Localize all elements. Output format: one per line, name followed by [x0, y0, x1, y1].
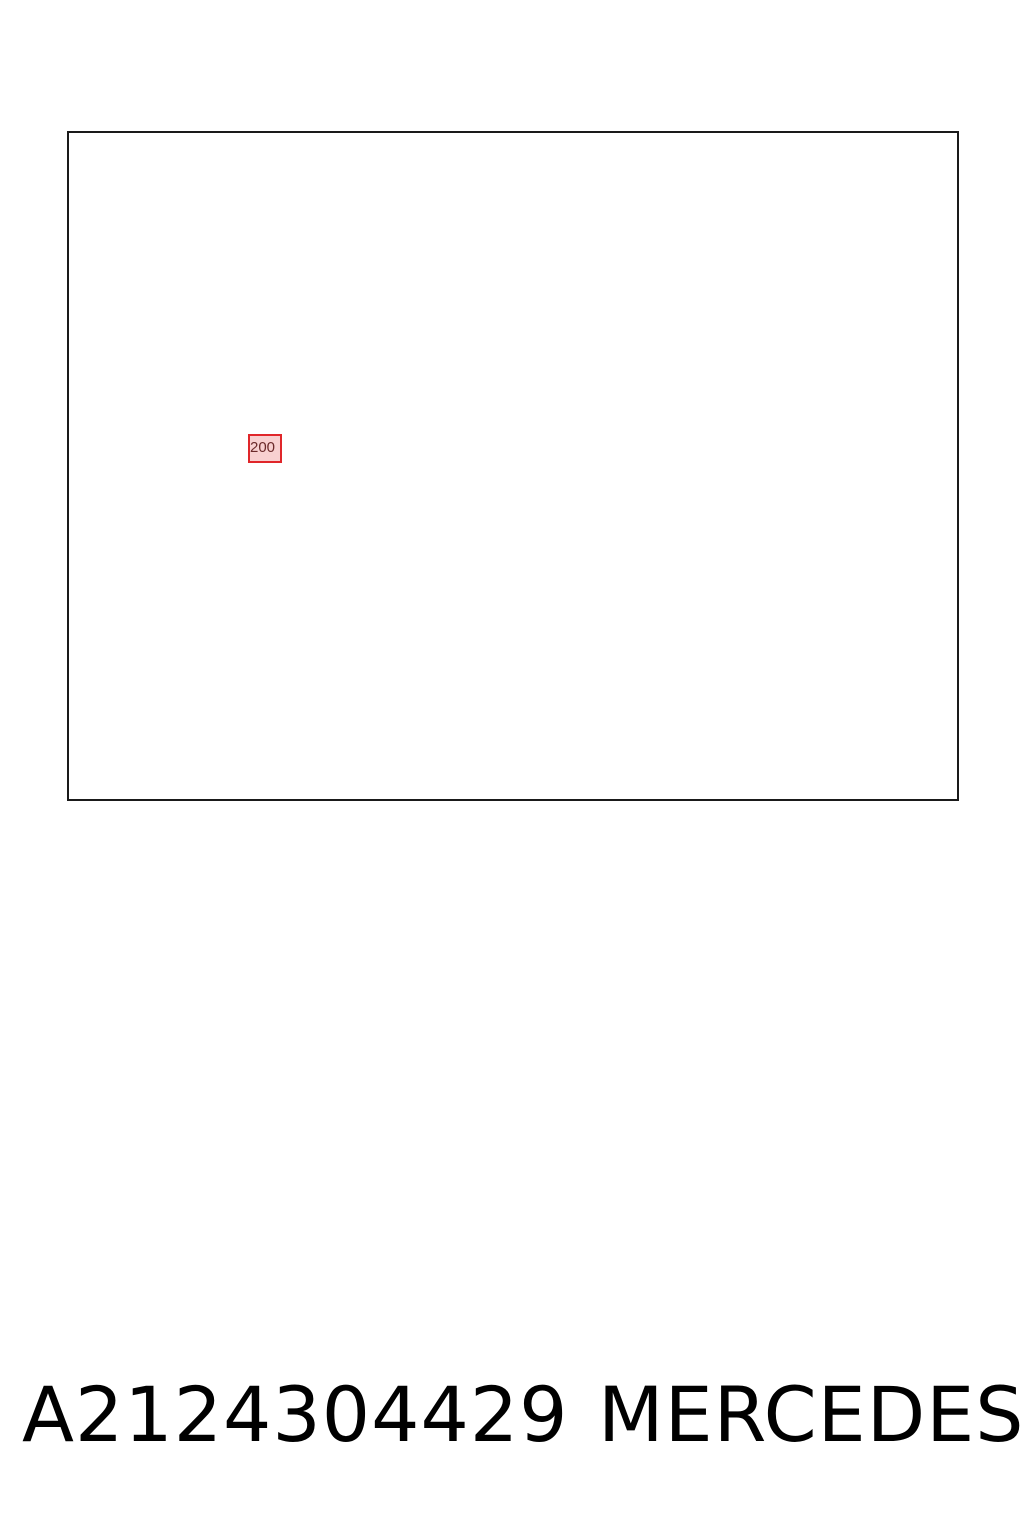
brand-name: MERCEDES: [598, 1370, 1024, 1459]
highlighted-part-box: [248, 434, 282, 463]
footer: A2124304429 MERCEDES: [0, 1370, 1024, 1470]
part-number: A2124304429: [22, 1370, 569, 1459]
highlighted-part-label[interactable]: 200: [250, 439, 276, 456]
diagram-frame: [67, 131, 959, 801]
